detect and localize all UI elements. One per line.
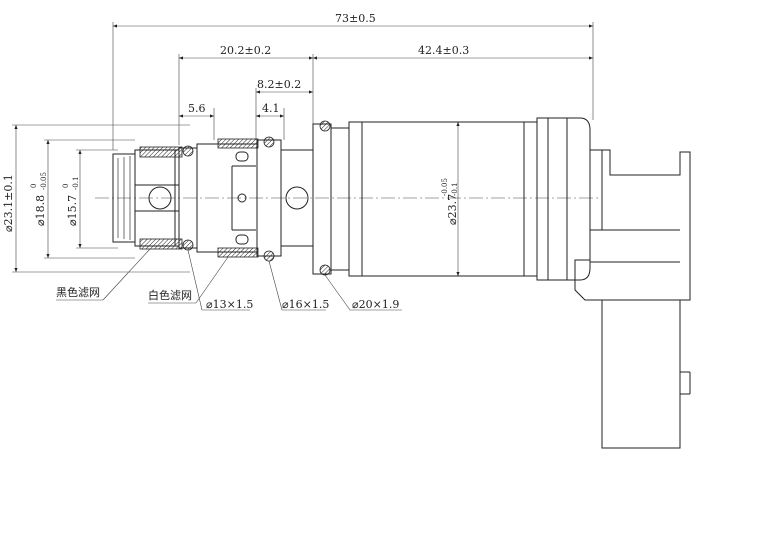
dimension-20-2: 20.2±0.2 [178,44,314,145]
oring-13-bottom [182,239,194,251]
dimension-42-4: 42.4±0.3 [313,44,593,60]
oring-20-bottom [319,264,331,276]
d18-8-tol-lower: -0.05 [40,172,48,190]
white-filter-top [217,138,259,149]
dimension-5-6: 5.6 [179,102,215,140]
solenoid-body [348,121,538,277]
port-slot-upper [235,151,249,162]
d15-7-label: ⌀15.7 [66,195,79,226]
length-5-6-label: 5.6 [188,102,206,115]
d23-7-label: ⌀23.7 [446,194,459,225]
dimension-overall: 73±0.5 [112,12,594,150]
dimension-4-1: 4.1 [256,102,285,140]
callout-oring-13: ⌀13×1.5 [187,249,253,311]
diameter-23-1: ⌀23.1±0.1 [2,124,190,273]
callout-oring-20: ⌀20×1.9 [324,274,402,311]
d15-7-tol-lower: -0.1 [72,177,80,191]
black-filter-top [139,146,183,158]
diameter-18-8: ⌀18.8 0 -0.05 [30,139,135,259]
callout-black-filter: 黑色滤网 [56,248,151,301]
d15-7-tol-upper: 0 [62,184,70,188]
length-8-2-label: 8.2±0.2 [257,78,301,91]
oring-16-top [263,136,275,148]
port-slot-lower [235,234,249,245]
oring-16-bottom [263,250,275,262]
port-hole-mid [237,193,247,203]
port-hole-rear [285,186,309,210]
d23-7-tol-lower: -0.1 [451,183,459,197]
oring-20-top [319,120,331,132]
overall-length-label: 73±0.5 [335,12,376,25]
d23-1-label: ⌀23.1±0.1 [2,174,15,232]
callout-white-filter: 白色滤网 [148,256,229,304]
white-filter-label: 白色滤网 [148,288,192,302]
oring-13-label: ⌀13×1.5 [206,298,253,311]
d23-7-tol-upper: -0.05 [441,178,449,196]
port-hole-front [148,186,172,210]
diameter-15-7: ⌀15.7 0 -0.1 [62,149,118,249]
diameter-23-7: ⌀23.7 -0.05 -0.1 [441,122,460,276]
length-20-2-label: 20.2±0.2 [220,44,271,57]
callout-oring-16: ⌀16×1.5 [268,260,329,311]
black-filter-bottom [139,238,183,250]
black-filter-label: 黑色滤网 [56,285,100,299]
connector-housing [574,149,691,449]
d18-8-tol-upper: 0 [30,184,38,188]
dimension-8-2: 8.2±0.2 [255,78,313,140]
oring-16-label: ⌀16×1.5 [282,298,329,311]
white-filter-bottom [217,247,259,258]
oring-13-top [182,145,194,157]
length-42-4-label: 42.4±0.3 [418,44,469,57]
oring-20-label: ⌀20×1.9 [352,298,399,311]
length-4-1-label: 4.1 [262,102,280,115]
d18-8-label: ⌀18.8 [34,195,47,226]
valve-body [112,117,691,449]
